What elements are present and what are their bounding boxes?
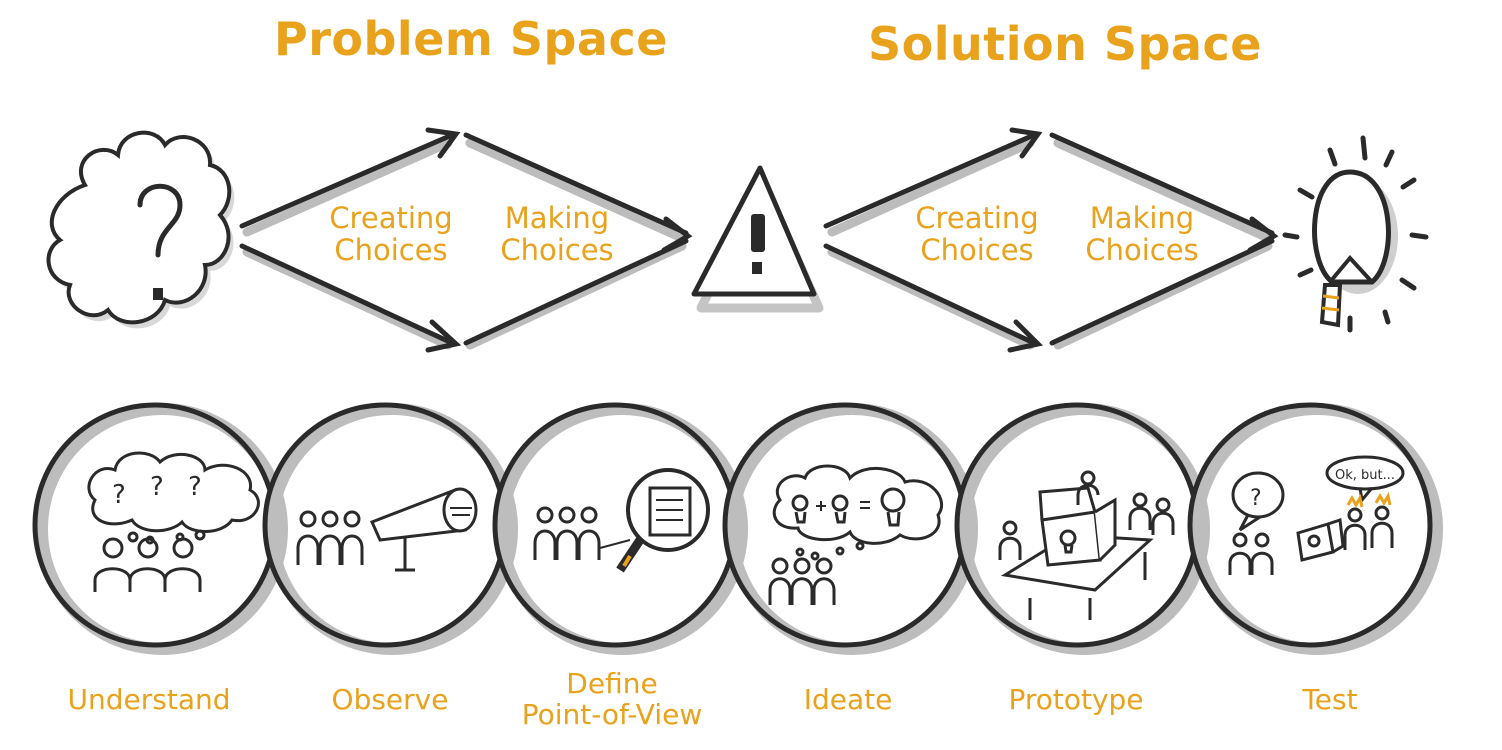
phase-circle	[32, 402, 288, 655]
problem-making-line2: Choices	[500, 233, 614, 268]
phase-circles	[32, 402, 1443, 655]
svg-text:?: ?	[112, 480, 126, 510]
problem-space-title: Problem Space	[274, 12, 668, 66]
phase-label-ideate: Ideate	[803, 683, 893, 716]
feedback-test-icon: ? Ok, but...	[1228, 455, 1405, 575]
solution-making-choices-label: Making Choices	[1052, 202, 1232, 267]
solution-making-line1: Making	[1089, 201, 1195, 235]
phase-circle	[1187, 402, 1443, 655]
lightbulb-icon	[1282, 135, 1429, 333]
telescope-people-icon	[296, 487, 478, 572]
problem-making-choices-label: Making Choices	[467, 202, 647, 267]
question-cloud-icon	[46, 130, 235, 329]
problem-making-line1: Making	[504, 201, 610, 235]
phase-label-prototype: Prototype	[1008, 683, 1144, 716]
solution-making-line2: Choices	[1085, 233, 1199, 268]
thought-cloud-people-icon: ? ? ?	[87, 451, 260, 592]
svg-text:?: ?	[150, 472, 164, 502]
phase-circle	[722, 402, 978, 655]
phase-label-test: Test	[1302, 683, 1358, 716]
problem-creating-choices-label: Creating Choices	[301, 202, 481, 267]
phase-label-define-line1: Define	[566, 667, 658, 700]
svg-text:?: ?	[1250, 486, 1262, 511]
solution-diamond-arrows	[823, 127, 1279, 353]
solution-creating-choices-label: Creating Choices	[887, 202, 1067, 267]
warning-triangle-icon	[691, 165, 824, 313]
solution-creating-line2: Choices	[920, 233, 1034, 268]
svg-text:?: ?	[188, 472, 202, 502]
phase-label-understand: Understand	[67, 683, 231, 716]
problem-creating-line2: Choices	[334, 233, 448, 268]
phase-label-observe: Observe	[331, 683, 449, 716]
solution-space-title: Solution Space	[868, 17, 1262, 71]
magnifier-document-icon	[533, 468, 710, 573]
test-bubble-text: Ok, but...	[1335, 468, 1395, 483]
prototype-box-icon	[998, 470, 1175, 620]
problem-diamond-arrows	[239, 127, 693, 353]
lightbulb-ideas-icon	[768, 464, 944, 605]
phase-label-define: Define Point-of-View	[492, 668, 732, 731]
solution-creating-line1: Creating	[915, 201, 1039, 235]
phase-label-define-line2: Point-of-View	[521, 698, 703, 732]
problem-creating-line1: Creating	[329, 201, 453, 235]
